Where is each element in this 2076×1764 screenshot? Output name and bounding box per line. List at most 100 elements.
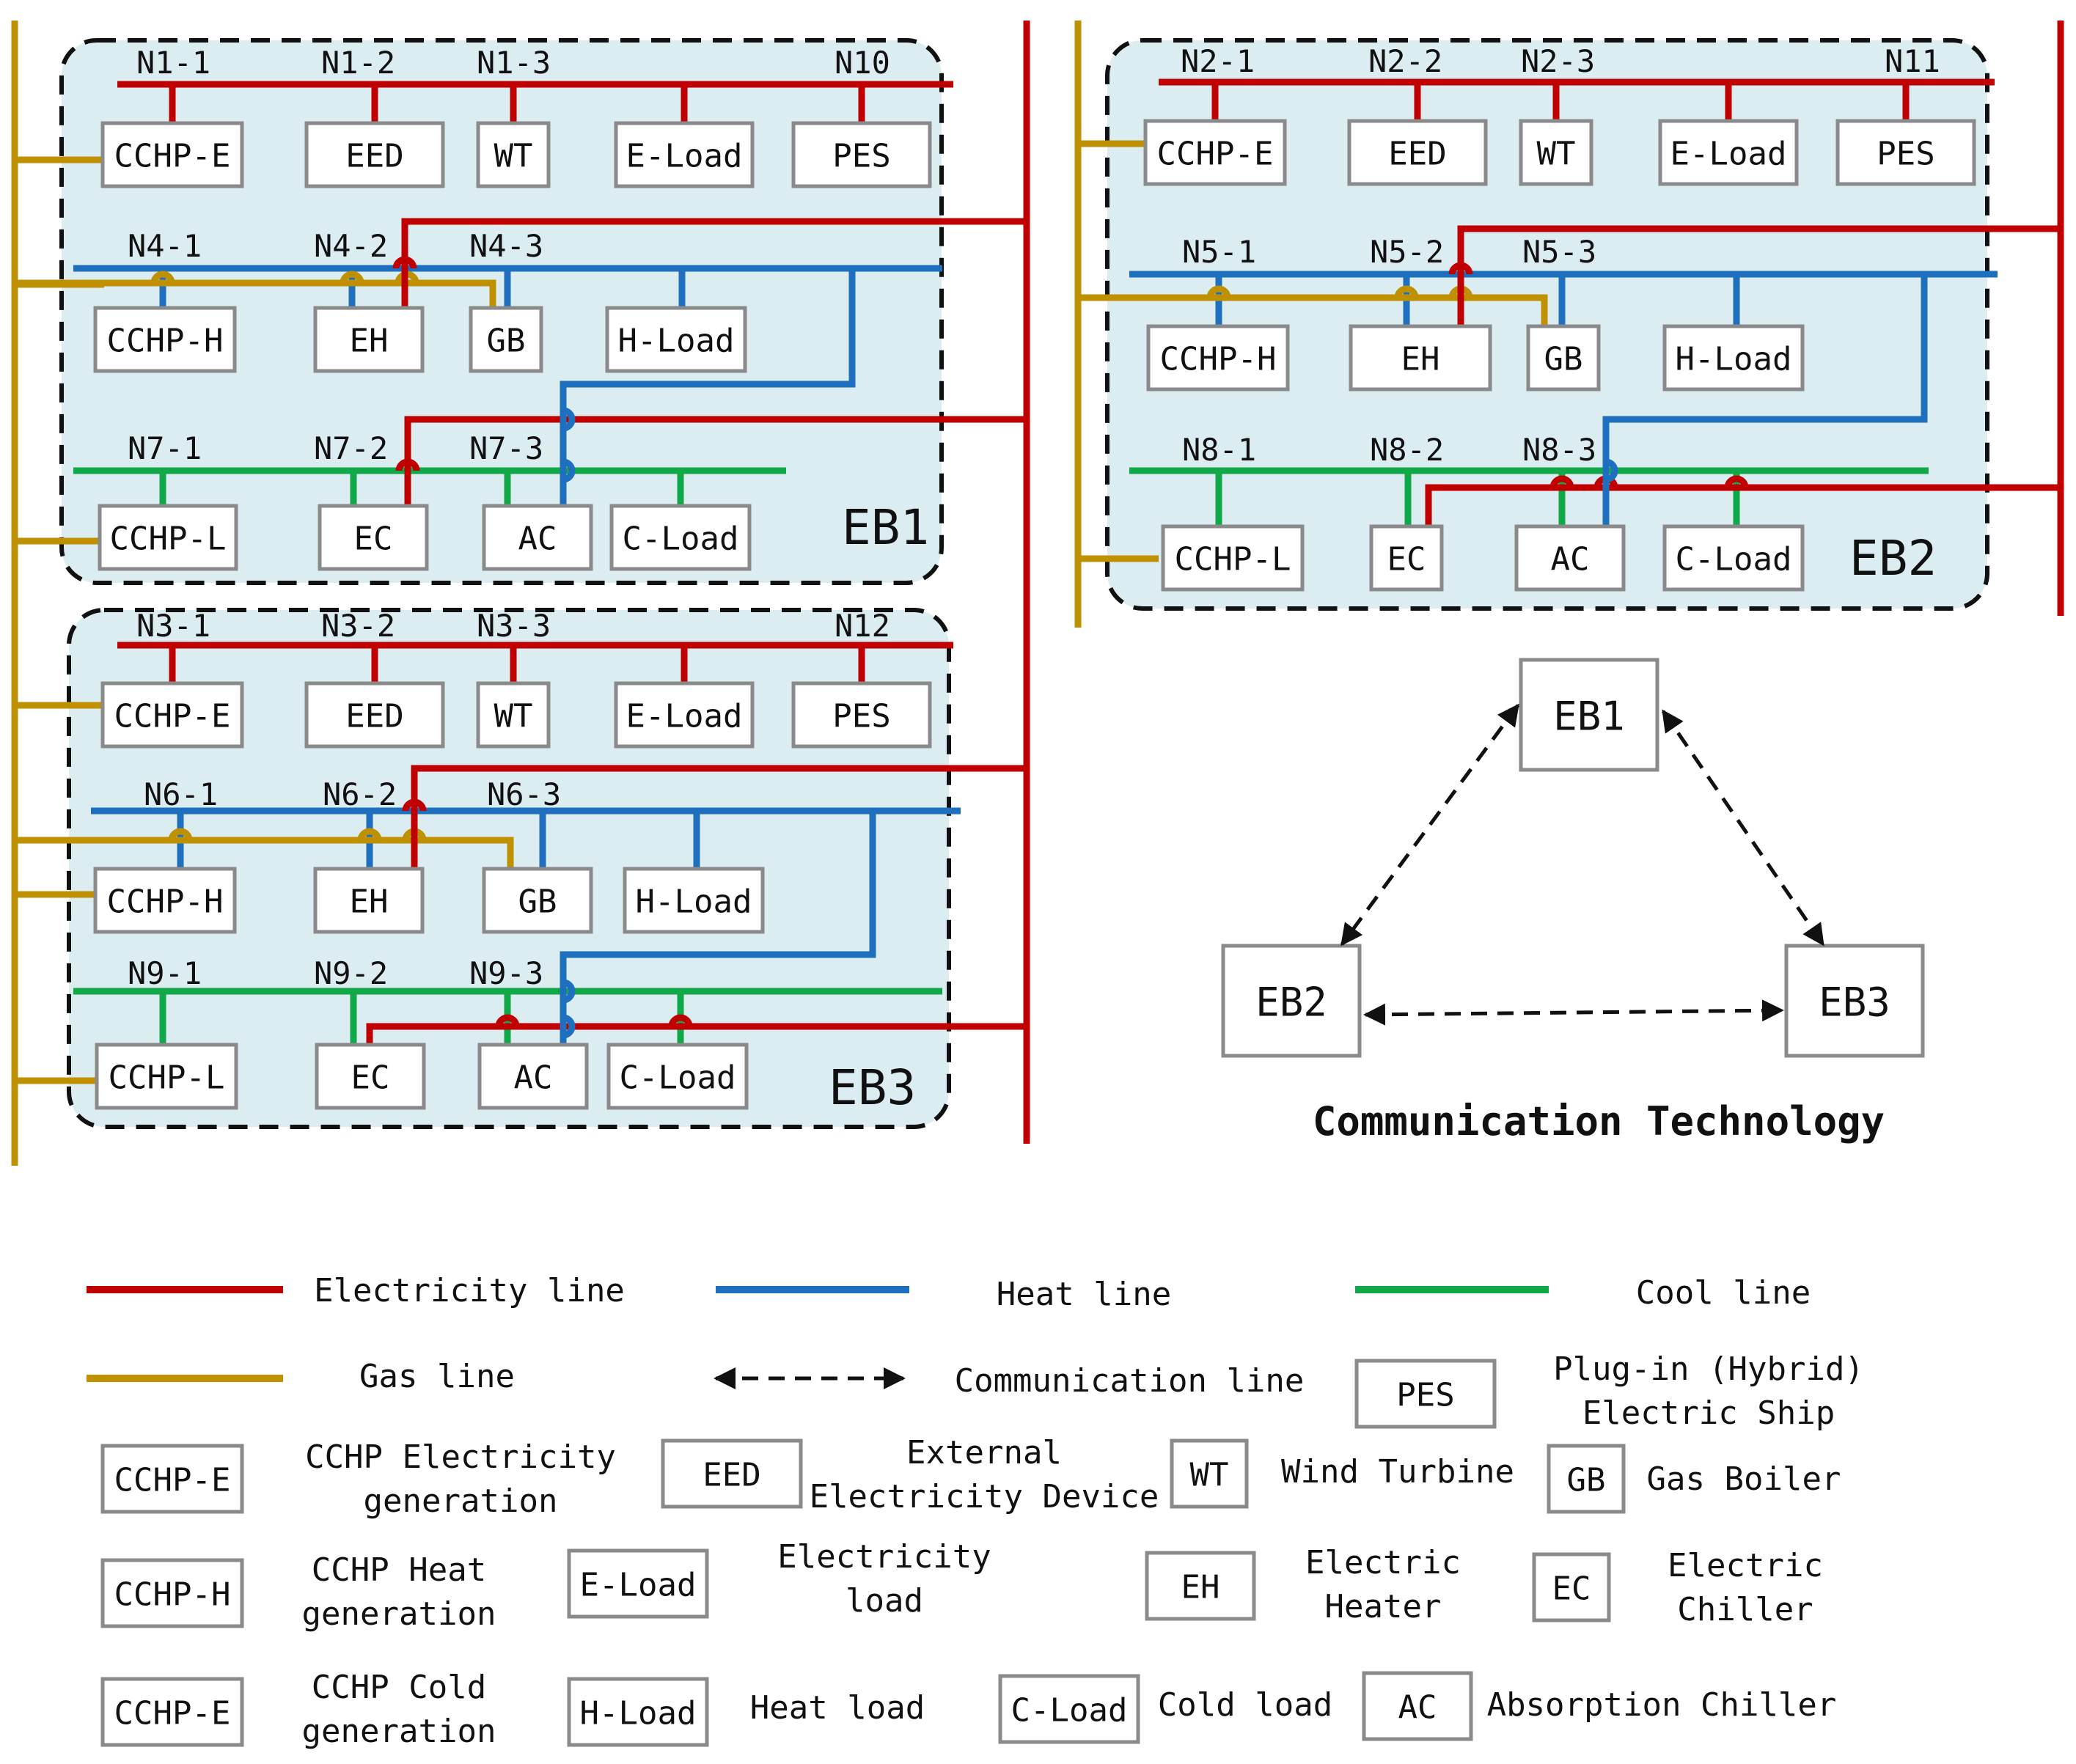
eb2-box-wt: WT	[1519, 119, 1593, 186]
eb1-box-cchp-h: CCHP-H	[93, 306, 237, 373]
eb3-box-pes-label: PES	[832, 698, 890, 735]
comm-box-eb1: EB1	[1519, 658, 1659, 772]
legend-box-gb: GB	[1547, 1444, 1626, 1514]
legend-desc: Chiller	[1677, 1591, 1813, 1628]
legend-box-eh-label: EH	[1181, 1569, 1220, 1606]
legend-desc: External	[906, 1434, 1062, 1471]
legend-desc: Electric Ship	[1582, 1394, 1835, 1432]
eb2-node-label: N8-3	[1522, 432, 1596, 468]
eb1-box-ac-label: AC	[518, 521, 557, 558]
eb2-node-label: N5-2	[1370, 234, 1444, 270]
eb2-box-eed-frame	[1347, 119, 1488, 186]
eb3-box-cchp-e-frame	[100, 681, 244, 749]
eb2-box-h-load-frame	[1662, 324, 1805, 392]
comm-box-eb3: EB3	[1784, 944, 1925, 1058]
legend-box-e-load-frame	[567, 1548, 709, 1619]
eb3-gas-crossover	[357, 828, 382, 841]
legend-box-ac-label: AC	[1398, 1689, 1437, 1727]
comm-box-eb2-label: EB2	[1255, 980, 1327, 1026]
legend-desc: generation	[302, 1713, 496, 1750]
eb2-gas-crossover	[1206, 285, 1231, 298]
legend-box-h-load-frame	[567, 1677, 709, 1747]
eb2-heat-crossover	[1605, 458, 1618, 483]
eb1-node-label: N1-1	[136, 45, 210, 81]
eb2-box-eed: EED	[1347, 119, 1488, 186]
eb3-box-e-load-label: E-Load	[626, 698, 743, 735]
eb1-title: EB1	[842, 499, 929, 556]
legend-box-wt-frame	[1170, 1438, 1249, 1509]
eb2-box-h-load: H-Load	[1662, 324, 1805, 392]
eb2-box-wt-frame	[1519, 119, 1593, 186]
eb3-box-ac-frame	[477, 1043, 589, 1110]
legend-box-wt-label: WT	[1190, 1457, 1229, 1494]
eb1-box-eh: EH	[313, 306, 425, 373]
eb3-node-label: N9-2	[314, 955, 388, 991]
legend-box-cchp-e: CCHP-E	[100, 1677, 244, 1747]
comm-box-eb3-frame	[1784, 944, 1925, 1058]
eb3-elec-crossover	[668, 1014, 693, 1027]
eb1-heat-crossover	[562, 458, 576, 483]
eb1-elec-to-eh	[401, 218, 1027, 308]
legend-box-gb-frame	[1547, 1444, 1626, 1514]
eb3-box-cchp-l-label: CCHP-L	[109, 1059, 225, 1097]
legend-box-ec-label: EC	[1552, 1570, 1591, 1608]
eb2-box-ac-frame	[1514, 524, 1626, 592]
eb2-box-ec: EC	[1369, 524, 1444, 592]
eb1-box-eh-label: EH	[350, 323, 389, 360]
eb3-node-label: N3-3	[477, 608, 551, 644]
eb3-box-gb-label: GB	[518, 883, 557, 921]
legend-desc: Gas Boiler	[1647, 1460, 1841, 1498]
eb3-box-wt-frame	[476, 681, 551, 749]
eb3-box-eed: EED	[304, 681, 445, 749]
eb2-box-eh: EH	[1349, 324, 1492, 392]
eb1-node-label: N7-2	[314, 430, 388, 466]
eb1-box-cchp-l-label: CCHP-L	[110, 521, 227, 558]
eb2-node-label: N2-1	[1181, 43, 1255, 79]
eb2-box-c-load-frame	[1662, 524, 1805, 592]
eb2-box-h-load-label: H-Load	[1676, 341, 1792, 378]
eb1-box-wt: WT	[476, 121, 551, 188]
eb2-node-label: N8-1	[1182, 432, 1256, 468]
eb1-box-eed-frame	[304, 121, 445, 188]
eb3-box-cchp-e-label: CCHP-E	[114, 698, 231, 735]
eb1-box-pes-frame	[791, 121, 932, 188]
eb3-heat-crossover	[562, 1014, 576, 1039]
eb2-box-eh-frame	[1349, 324, 1492, 392]
legend-box-cchp-e-frame	[100, 1677, 244, 1747]
eb1-node-label: N7-3	[469, 430, 543, 466]
eb1-box-cchp-h-frame	[93, 306, 237, 373]
eb1-box-cchp-e-frame	[100, 121, 244, 188]
legend-desc: CCHP Cold	[312, 1669, 486, 1706]
eb2-box-ac-label: AC	[1551, 541, 1590, 578]
eb3-box-e-load: E-Load	[614, 681, 755, 749]
legend-desc: load	[846, 1582, 923, 1620]
eb3-box-h-load: H-Load	[623, 867, 765, 934]
legend-desc: CCHP Electricity	[305, 1438, 616, 1476]
eb2-gas-to-gb	[1078, 294, 1548, 326]
legend-desc: Electric	[1305, 1544, 1461, 1581]
eb3-box-pes-frame	[791, 681, 932, 749]
eb2-box-cchp-l-frame	[1161, 524, 1305, 592]
eb2-box-c-load: C-Load	[1662, 524, 1805, 592]
eb3-node-label: N6-1	[144, 776, 218, 812]
eb1-box-pes-label: PES	[832, 138, 890, 175]
eb2-box-cchp-l-label: CCHP-L	[1175, 541, 1291, 578]
eb1-box-gb: GB	[469, 306, 543, 373]
legend-box-h-load: H-Load	[567, 1677, 709, 1747]
eb3-gas-to-gb	[15, 837, 514, 869]
eb1-node-label: N1-3	[477, 45, 551, 81]
comm-link-eb2-eb3	[1363, 999, 1784, 1026]
eb3-box-h-load-frame	[623, 867, 765, 934]
eb3-elec-crossover	[402, 798, 427, 812]
eb3-box-eh-frame	[313, 867, 425, 934]
eb1-box-cchp-e: CCHP-E	[100, 121, 244, 188]
eb1-elec-crossover	[392, 256, 417, 269]
eb3-box-gb: GB	[482, 867, 593, 934]
legend-desc: Plug-in (Hybrid)	[1553, 1350, 1864, 1388]
eb1-box-ac: AC	[482, 504, 593, 571]
eb2-box-c-load-label: C-Load	[1676, 541, 1792, 578]
eb2-box-gb-frame	[1526, 324, 1601, 392]
eb1-node-label: N7-1	[128, 430, 202, 466]
eb2-elec-to-eh	[1457, 225, 2061, 326]
